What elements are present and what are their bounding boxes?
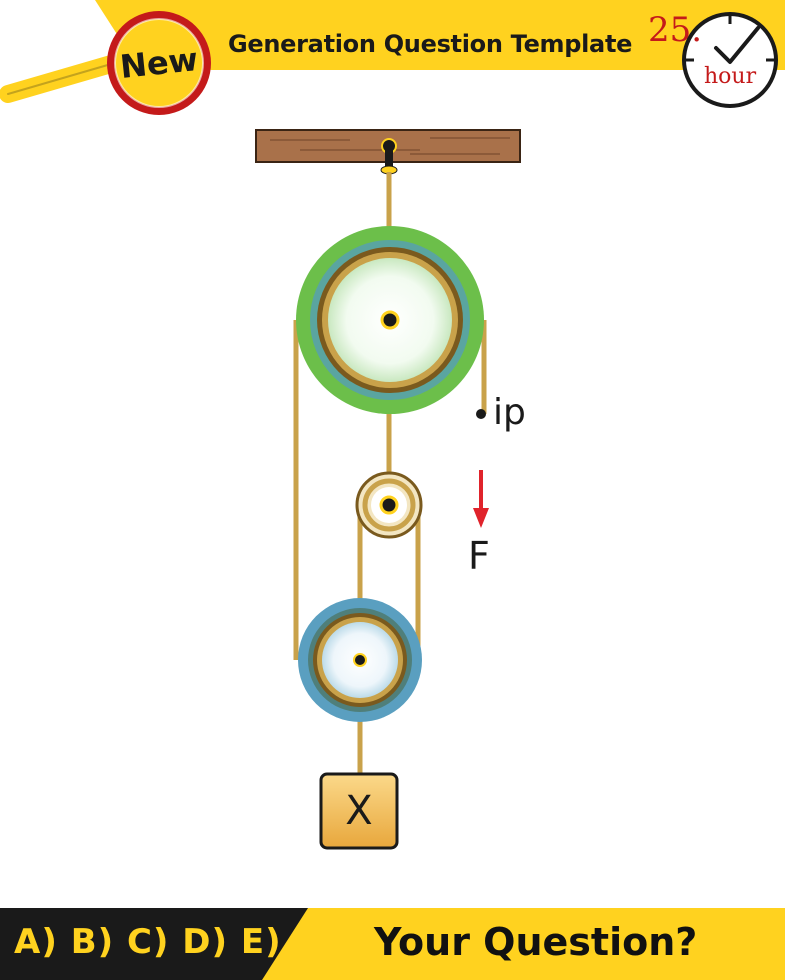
clock-unit: hour: [704, 64, 757, 89]
mass-label: X: [345, 788, 373, 834]
movable-pulley: [298, 598, 422, 722]
answer-choices: A) B) C) D) E): [14, 922, 282, 962]
footer-banner: [0, 908, 785, 980]
clock-number: 25.: [648, 10, 703, 50]
magnifier-badge-icon: [107, 11, 211, 115]
question-prompt: Your Question?: [374, 920, 698, 964]
point-marker: [476, 409, 486, 419]
large-fixed-pulley: [296, 226, 484, 414]
page-title: Generation Question Template: [228, 30, 633, 58]
small-pulley: [355, 471, 423, 539]
force-label: F: [468, 534, 490, 578]
point-label: ip: [493, 392, 526, 433]
header-banner: [0, 0, 785, 108]
clock-icon: [682, 12, 778, 108]
force-arrow: [473, 470, 489, 528]
mass-box: [319, 772, 399, 850]
